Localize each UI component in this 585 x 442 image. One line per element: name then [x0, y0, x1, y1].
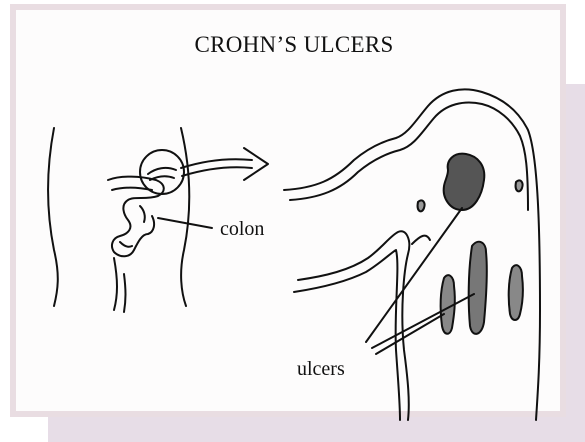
figure-card: CROHN’S ULCERS	[10, 4, 566, 417]
ulcers-leader-line-2	[372, 294, 474, 348]
illustration	[16, 10, 572, 423]
ulcer-small-2	[516, 180, 523, 191]
magnifier-circle	[140, 150, 184, 194]
arrow-head	[244, 148, 268, 180]
colon-leader-line	[158, 218, 212, 228]
arrow-shaft-2	[182, 167, 252, 176]
colon-wall-lower-outer	[298, 231, 409, 420]
hip-crease	[114, 258, 117, 310]
colon-wall-inner	[290, 103, 528, 210]
torso-left-outline	[48, 128, 58, 306]
ulcer-large	[444, 154, 485, 210]
torso-right-outline	[181, 128, 189, 306]
ulcer-elongated-1	[469, 242, 487, 334]
colon-label: colon	[220, 218, 264, 241]
ulcers-leader-line-3	[376, 314, 444, 354]
ulcer-small-1	[418, 200, 425, 211]
colon-wall-lower-inner	[294, 250, 400, 420]
ulcers-label: ulcers	[297, 358, 345, 381]
ulcer-elongated-3	[509, 265, 523, 320]
hip-crease-2	[124, 274, 126, 312]
